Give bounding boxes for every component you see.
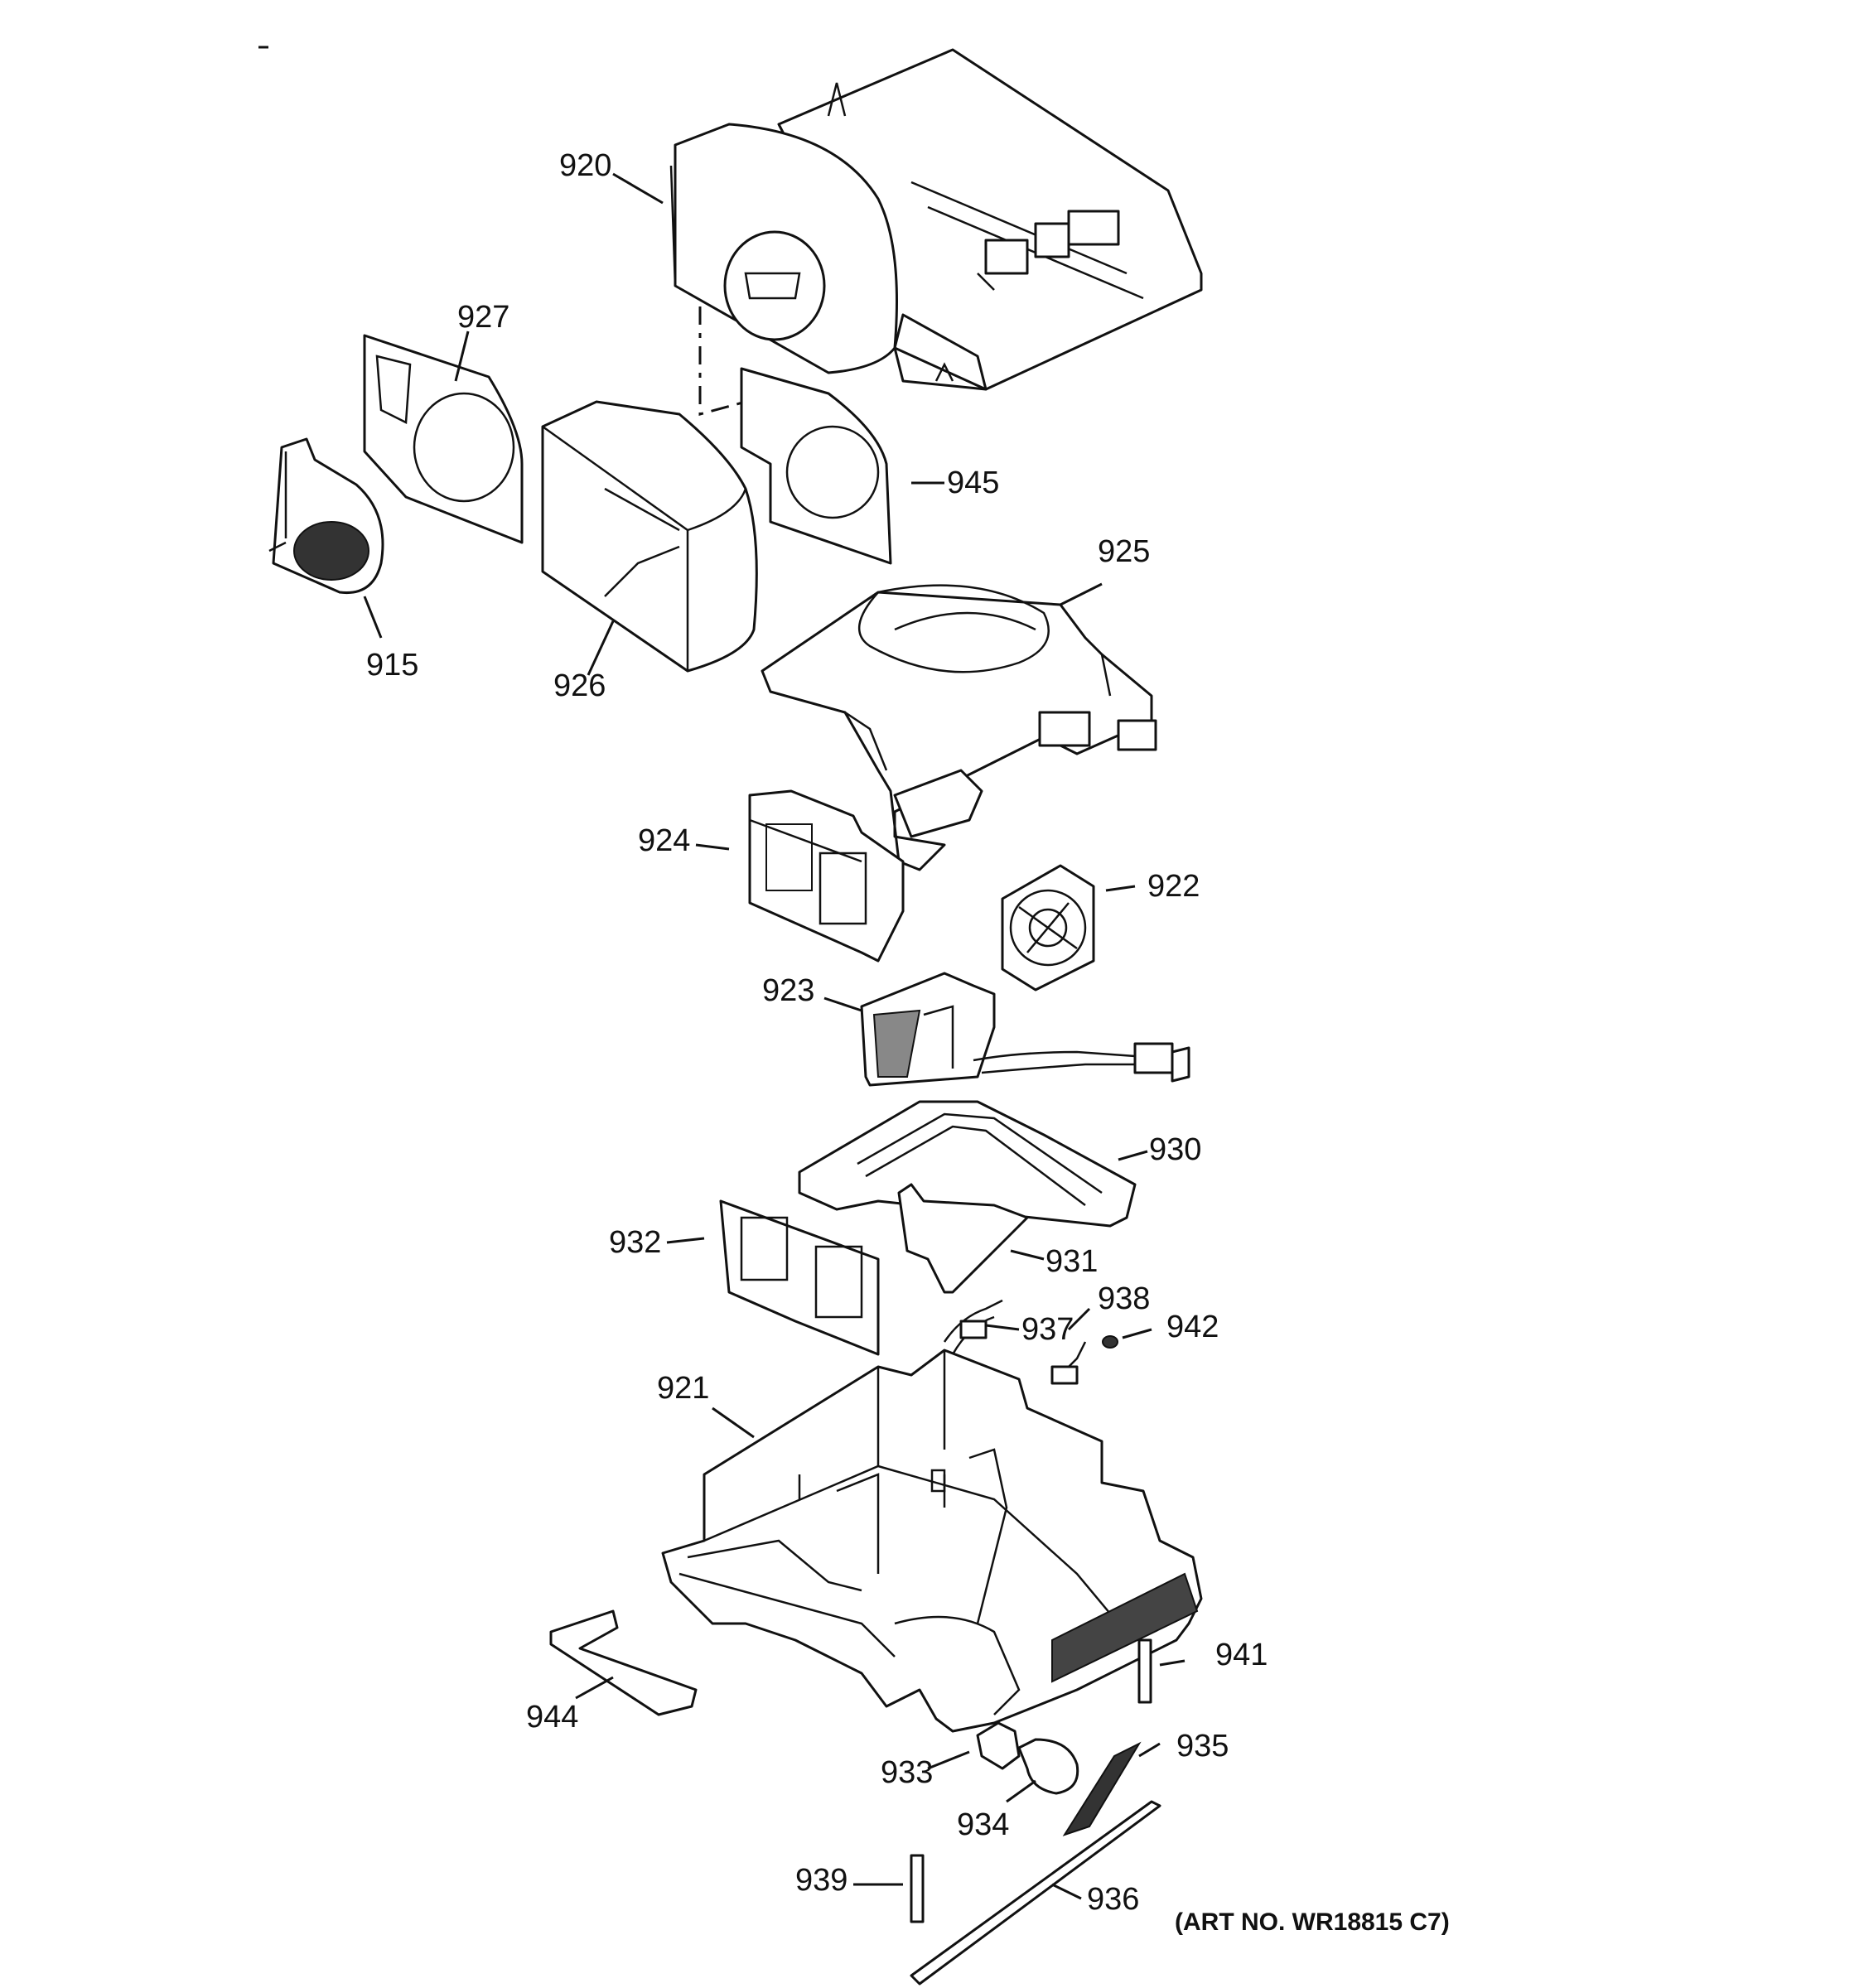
callout-939: 939 (795, 1863, 847, 1898)
part-942-grommet (1102, 1335, 1118, 1349)
part-933-lamp-socket (976, 1721, 1021, 1770)
part-935-grille (1062, 1741, 1142, 1836)
callout-931: 931 (1045, 1244, 1098, 1279)
callout-924: 924 (638, 823, 690, 858)
part-915-cover (268, 437, 384, 595)
callout-945: 945 (947, 466, 999, 500)
callout-942: 942 (1166, 1310, 1219, 1344)
callout-926: 926 (553, 668, 606, 703)
part-924-damper (748, 789, 905, 963)
callout-927: 927 (457, 300, 509, 335)
callout-915: 915 (366, 648, 418, 683)
part-921-dispenser-housing (661, 1349, 1203, 1733)
callout-941: 941 (1215, 1638, 1268, 1672)
art-number: (ART NO. WR18815 C7) (1175, 1908, 1450, 1936)
callout-921: 921 (657, 1371, 709, 1406)
alignment-line (698, 306, 746, 416)
part-941-strip (1137, 1638, 1152, 1704)
callout-938: 938 (1098, 1281, 1150, 1316)
callout-944: 944 (526, 1700, 578, 1735)
part-930-heater-plate (798, 1100, 1137, 1228)
callout-933: 933 (881, 1755, 933, 1790)
part-927-gasket-plate (363, 334, 524, 544)
callout-932: 932 (609, 1225, 661, 1260)
callout-930: 930 (1149, 1132, 1201, 1167)
leader-lines (363, 172, 1186, 1900)
callout-936: 936 (1087, 1882, 1139, 1917)
part-938-switch (1050, 1341, 1087, 1385)
part-923-module (860, 972, 1190, 1087)
callout-937: 937 (1021, 1312, 1074, 1347)
callout-935: 935 (1176, 1729, 1229, 1764)
part-932-panel (719, 1199, 880, 1356)
callout-922: 922 (1147, 869, 1200, 904)
callout-923: 923 (762, 973, 814, 1008)
callout-934: 934 (957, 1807, 1009, 1842)
part-936-trim-strip (910, 1800, 1161, 1986)
part-934-light-bulb (1017, 1738, 1079, 1795)
callout-920: 920 (559, 148, 611, 183)
part-920-ice-maker-housing (669, 48, 1203, 391)
part-925-mount-tray (761, 584, 1157, 871)
part-944-gasket-strip (549, 1609, 698, 1716)
part-926-duct (541, 400, 758, 673)
callout-labels: 920 927 945 915 926 925 924 922 923 930 … (366, 148, 1268, 1917)
part-931-bracket (897, 1183, 1029, 1294)
callout-925: 925 (1098, 534, 1150, 569)
part-922-fan (1001, 864, 1095, 992)
part-945-gasket (740, 367, 892, 565)
part-939-strip (910, 1854, 925, 1923)
part-937-wire-harness (943, 1299, 1003, 1355)
